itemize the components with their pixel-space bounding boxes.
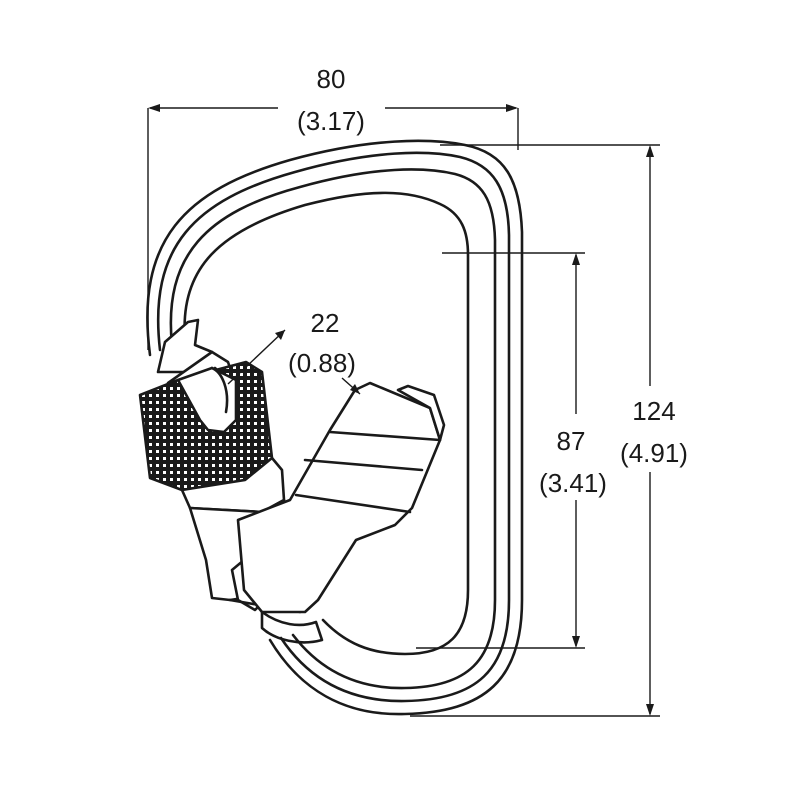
arrowhead-icon bbox=[506, 104, 518, 112]
gate-opening-in-label: (0.88) bbox=[288, 348, 356, 378]
arrowhead-icon bbox=[350, 384, 360, 394]
width-mm-label: 80 bbox=[317, 64, 346, 94]
arrowhead-icon bbox=[572, 636, 580, 648]
inner-length-in-label: (3.41) bbox=[539, 468, 607, 498]
dimension-width: 80 (3.17) bbox=[147, 64, 519, 350]
gate bbox=[236, 381, 446, 644]
dimension-gate-opening: 22 (0.88) bbox=[227, 308, 361, 395]
gate-opening-leader-upper bbox=[227, 329, 286, 385]
arrowhead-icon bbox=[572, 253, 580, 265]
length-mm-label: 124 bbox=[632, 396, 675, 426]
gate-opening-mm-label: 22 bbox=[311, 308, 340, 338]
arrowhead-icon bbox=[148, 104, 160, 112]
width-in-label: (3.17) bbox=[297, 106, 365, 136]
arrowhead-icon bbox=[646, 145, 654, 157]
inner-length-mm-label: 87 bbox=[557, 426, 586, 456]
arrowhead-icon bbox=[275, 330, 285, 340]
dimension-length: 124 (4.91) bbox=[410, 144, 688, 717]
length-in-label: (4.91) bbox=[620, 438, 688, 468]
carabiner-body bbox=[146, 139, 524, 716]
arrowhead-icon bbox=[646, 704, 654, 716]
dimension-inner-length: 87 (3.41) bbox=[416, 252, 607, 649]
